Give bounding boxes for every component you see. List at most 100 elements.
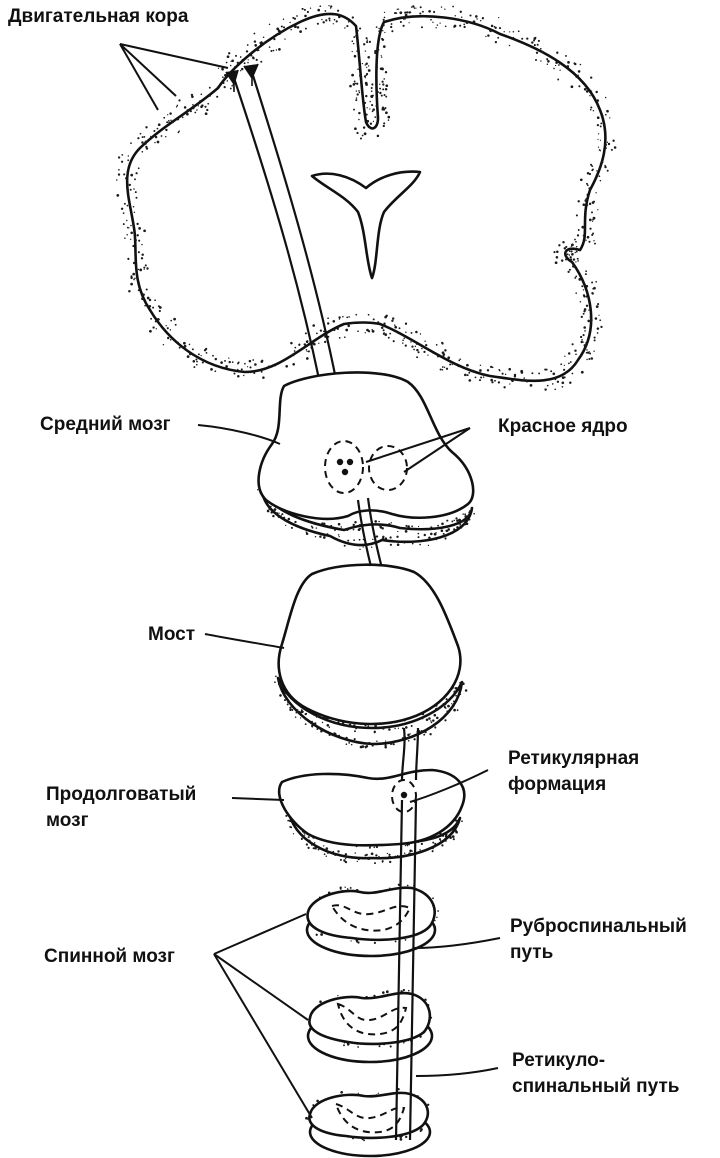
stipple-dot [246,50,248,52]
stipple-dot [479,379,481,381]
stipple-dot [146,288,148,290]
stipple-dot [547,63,548,64]
stipple-dot [459,682,461,684]
stipple-dot [593,240,594,241]
stipple-dot [578,278,581,281]
stipple-dot [356,83,358,85]
stipple-dot [359,92,361,94]
stipple-dot [390,26,392,28]
stipple-dot [425,731,427,733]
stipple-dot [141,151,143,153]
stipple-dot [441,529,444,532]
stipple-dot [383,19,385,21]
stipple-dot [129,184,131,186]
stipple-dot [453,709,456,712]
stipple-dot [487,369,489,371]
stipple-dot [468,372,470,374]
stipple-dot [383,94,385,96]
stipple-dot [355,35,356,36]
stipple-dot [342,316,344,318]
stipple-dot [168,121,170,123]
stipple-dot [323,536,326,539]
stipple-dot [400,1138,403,1141]
stipple-dot [604,143,607,146]
stipple-dot [462,682,465,685]
stipple-dot [419,544,421,546]
stipple-dot [222,76,224,78]
stipple-dot [116,179,118,181]
stipple-dot [368,858,370,860]
stipple-dot [373,318,375,320]
stipple-dot [595,175,596,176]
stipple-dot [597,139,598,140]
stipple-dot [344,545,346,547]
stipple-dot [327,322,329,324]
stipple-dot [585,295,587,297]
stipple-dot [382,991,385,994]
stipple-dot [405,845,406,846]
stipple-dot [141,141,143,143]
stipple-dot [382,39,384,41]
stipple-dot [376,740,377,741]
stipple-dot [173,122,174,123]
stipple-dot [304,718,307,721]
stipple-dot [436,717,439,720]
stipple-dot [569,381,571,383]
stipple-dot [145,141,147,143]
stipple-dot [368,742,370,744]
stipple-dot [375,52,376,53]
stipple-dot [418,351,420,353]
stipple-dot [368,314,370,316]
leader-medulla [232,798,284,800]
stipple-dot [392,540,393,541]
stipple-dot [597,124,599,126]
stipple-dot [138,289,140,291]
stipple-dot [408,736,410,738]
stipple-dot [311,844,313,846]
stipple-dot [206,109,208,111]
stipple-dot [145,126,147,128]
stipple-dot [138,269,139,270]
stipple-dot [294,347,296,349]
stipple-dot [353,36,355,38]
stipple-dot [466,364,469,367]
stipple-dot [347,725,349,727]
stipple-dot [218,68,219,69]
stipple-dot [279,680,281,682]
stipple-dot [382,88,384,90]
stipple-dot [381,81,383,83]
stipple-dot [130,142,132,144]
stipple-dot [146,267,148,269]
stipple-dot [509,45,511,47]
stipple-dot [442,366,444,368]
stipple-dot [296,15,298,17]
pons-outline [279,565,461,724]
stipple-dot [419,541,420,542]
stipple-dot [518,30,520,32]
stipple-dot [464,515,467,518]
stipple-dot [272,515,274,517]
stipple-dot [591,282,593,284]
stipple-dot [583,289,584,290]
stipple-dot [125,177,127,179]
stipple-dot [256,59,258,61]
stipple-dot [350,940,351,941]
stipple-dot [460,358,462,360]
stipple-dot [538,372,540,374]
stipple-dot [605,97,607,99]
stipple-dot [403,1042,404,1043]
stipple-dot [505,374,506,375]
stipple-dot [355,741,356,742]
stipple-dot [405,726,408,729]
stipple-dot [420,333,421,334]
stipple-dot [368,69,371,72]
stipple-dot [421,26,423,28]
stipple-dot [453,700,455,702]
stipple-dot [585,342,587,344]
stipple-dot [163,117,165,119]
stipple-dot [241,368,243,370]
leader-midbrain [198,425,280,444]
stipple-dot [231,59,234,62]
stipple-dot [583,313,585,315]
stipple-dot [358,90,360,92]
